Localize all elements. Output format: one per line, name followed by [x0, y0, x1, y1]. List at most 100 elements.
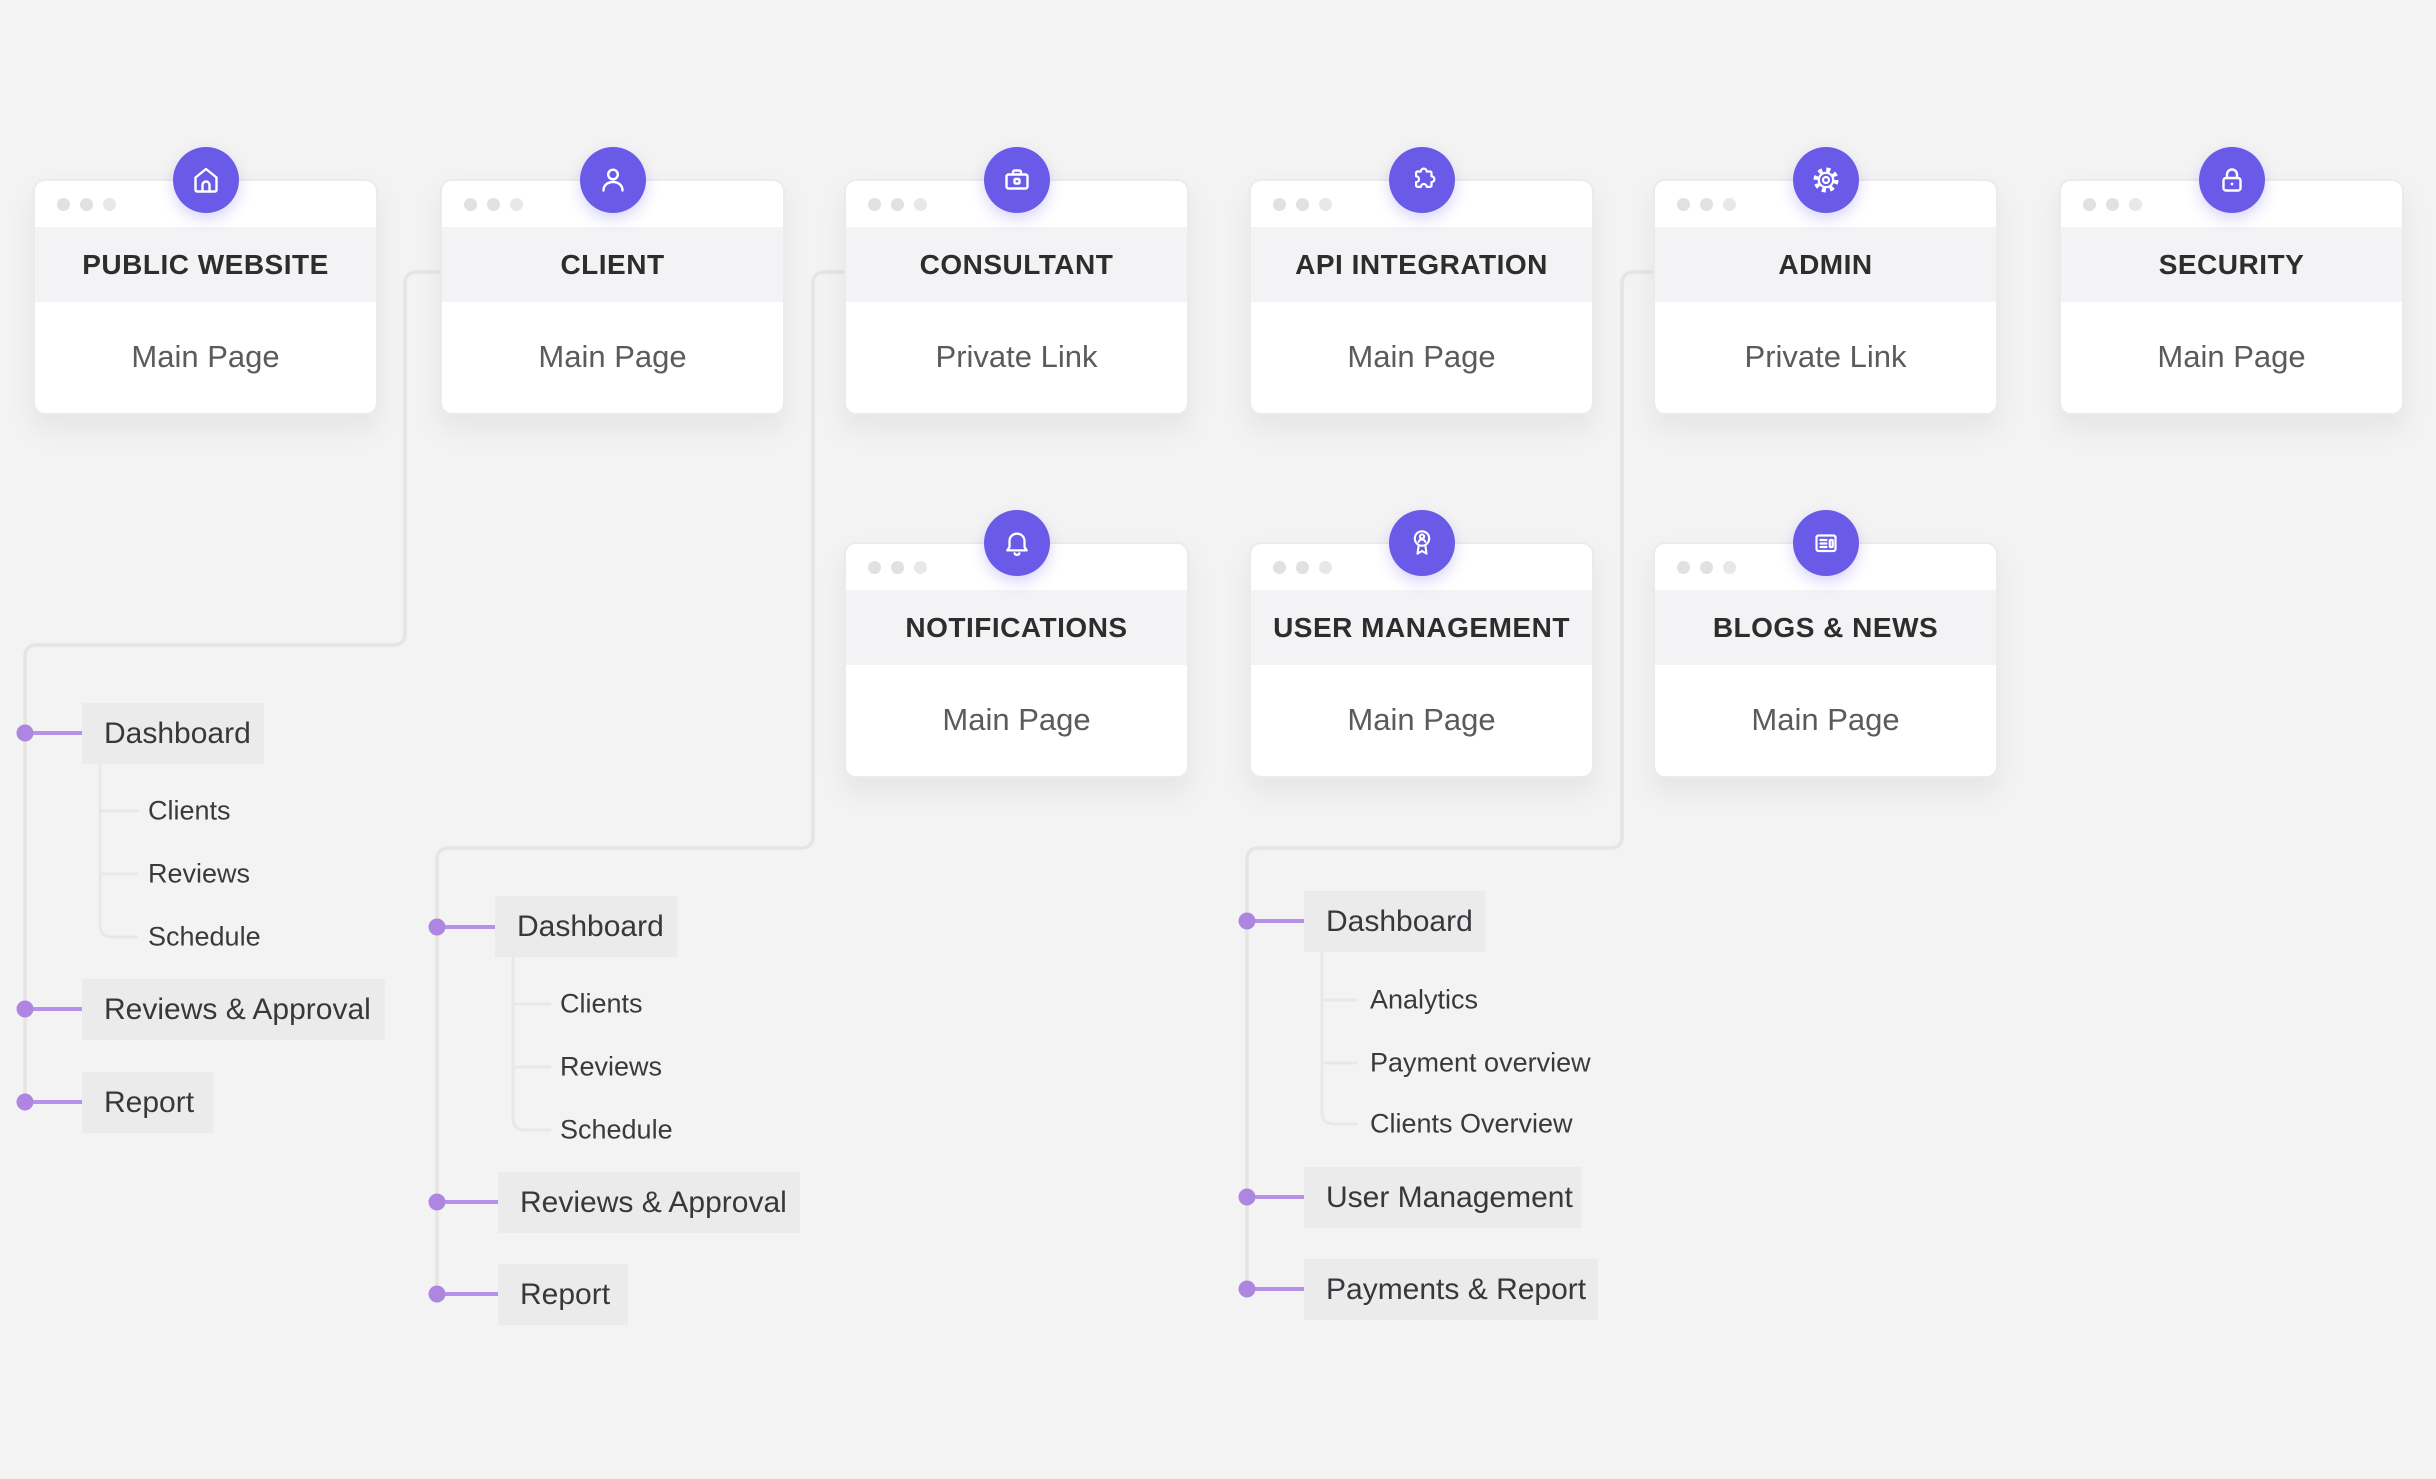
card-subtitle: Main Page — [1751, 701, 1900, 737]
window-dot — [891, 197, 904, 211]
card-title-band: CONSULTANT — [846, 227, 1187, 302]
window-controls — [1251, 181, 1592, 227]
card-title: NOTIFICATIONS — [905, 611, 1128, 643]
node-consultant-reviews-approval[interactable]: Reviews & Approval — [498, 1172, 800, 1233]
window-dot — [1319, 560, 1332, 574]
card-title: API INTEGRATION — [1295, 248, 1548, 280]
window-dot — [891, 560, 904, 574]
card-title-band: SECURITY — [2061, 227, 2402, 302]
gear-icon — [1792, 147, 1859, 213]
node-client-report[interactable]: Report — [82, 1072, 213, 1133]
card-title-band: BLOGS & NEWS — [1655, 590, 1996, 665]
window-dot — [868, 197, 881, 211]
window-controls — [442, 181, 783, 227]
node-client-dashboard[interactable]: Dashboard — [82, 703, 264, 764]
window-controls — [846, 181, 1187, 227]
card-notifications[interactable]: NOTIFICATIONS Main Page — [844, 510, 1189, 778]
card-client[interactable]: CLIENT Main Page — [440, 147, 785, 415]
window-dot — [1677, 197, 1690, 211]
card-title-band: USER MANAGEMENT — [1251, 590, 1592, 665]
card-title-band: PUBLIC WEBSITE — [35, 227, 376, 302]
node-consultant-clients[interactable]: Clients — [560, 988, 643, 1019]
node-consultant-reviews[interactable]: Reviews — [560, 1051, 663, 1082]
card-admin[interactable]: ADMIN Private Link — [1653, 147, 1998, 415]
window-dot — [2129, 197, 2142, 211]
node-client-reviews-approval[interactable]: Reviews & Approval — [82, 979, 385, 1040]
window-controls — [1251, 544, 1592, 590]
node-admin-clients-overview[interactable]: Clients Overview — [1370, 1108, 1573, 1139]
window-dot — [1296, 197, 1309, 211]
card-subtitle: Private Link — [935, 338, 1098, 374]
window-controls — [35, 181, 376, 227]
window-dot — [2106, 197, 2119, 211]
card-api-integration[interactable]: API INTEGRATION Main Page — [1249, 147, 1594, 415]
node-consultant-schedule[interactable]: Schedule — [560, 1114, 673, 1145]
node-admin-payment-overview[interactable]: Payment overview — [1370, 1047, 1591, 1078]
node-consultant-dashboard[interactable]: Dashboard — [495, 896, 677, 957]
window-dot — [1273, 197, 1286, 211]
card-subtitle: Main Page — [538, 338, 687, 374]
window-dot — [1296, 560, 1309, 574]
card-subtitle: Main Page — [131, 338, 280, 374]
window-dot — [1700, 560, 1713, 574]
puzzle-icon — [1388, 147, 1455, 213]
window-controls — [2061, 181, 2402, 227]
bell-icon — [983, 510, 1050, 576]
window-dot — [1677, 560, 1690, 574]
node-client-reviews[interactable]: Reviews — [148, 858, 251, 889]
card-public-website[interactable]: PUBLIC WEBSITE Main Page — [33, 147, 378, 415]
window-dot — [1723, 560, 1736, 574]
card-subtitle: Main Page — [2157, 338, 2306, 374]
card-title-band: NOTIFICATIONS — [846, 590, 1187, 665]
node-client-schedule[interactable]: Schedule — [148, 921, 261, 952]
lock-icon — [2198, 147, 2265, 213]
window-dot — [1700, 197, 1713, 211]
card-title: CLIENT — [560, 248, 665, 280]
window-dot — [868, 560, 881, 574]
window-dot — [914, 560, 927, 574]
user-icon — [579, 147, 646, 213]
node-admin-payments-report[interactable]: Payments & Report — [1304, 1259, 1598, 1320]
node-admin-analytics[interactable]: Analytics — [1370, 984, 1479, 1015]
award-icon — [1388, 510, 1455, 576]
card-consultant[interactable]: CONSULTANT Private Link — [844, 147, 1189, 415]
card-title-band: ADMIN — [1655, 227, 1996, 302]
window-dot — [487, 197, 500, 211]
card-subtitle: Main Page — [1347, 701, 1496, 737]
node-admin-dashboard[interactable]: Dashboard — [1304, 891, 1485, 952]
node-consultant-report[interactable]: Report — [498, 1264, 628, 1325]
card-subtitle: Main Page — [942, 701, 1091, 737]
node-admin-user-management[interactable]: User Management — [1304, 1167, 1581, 1228]
window-dot — [1723, 197, 1736, 211]
window-dot — [510, 197, 523, 211]
card-title: ADMIN — [1778, 248, 1873, 280]
window-dot — [1273, 560, 1286, 574]
window-controls — [846, 544, 1187, 590]
window-dot — [2083, 197, 2096, 211]
home-icon — [172, 147, 239, 213]
card-title: USER MANAGEMENT — [1273, 611, 1570, 643]
card-title: PUBLIC WEBSITE — [82, 248, 329, 280]
window-controls — [1655, 544, 1996, 590]
node-client-clients[interactable]: Clients — [148, 795, 231, 826]
window-dot — [103, 197, 116, 211]
card-security[interactable]: SECURITY Main Page — [2059, 147, 2404, 415]
card-title: BLOGS & NEWS — [1712, 611, 1939, 643]
card-title: CONSULTANT — [919, 248, 1114, 280]
card-user-management[interactable]: USER MANAGEMENT Main Page — [1249, 510, 1594, 778]
card-title-band: CLIENT — [442, 227, 783, 302]
card-title: SECURITY — [2158, 248, 2305, 280]
card-blogs-news[interactable]: BLOGS & NEWS Main Page — [1653, 510, 1998, 778]
window-dot — [80, 197, 93, 211]
card-title-band: API INTEGRATION — [1251, 227, 1592, 302]
card-subtitle: Private Link — [1744, 338, 1907, 374]
briefcase-icon — [983, 147, 1050, 213]
window-dot — [57, 197, 70, 211]
window-dot — [1319, 197, 1332, 211]
window-controls — [1655, 181, 1996, 227]
newspaper-icon — [1792, 510, 1859, 576]
card-subtitle: Main Page — [1347, 338, 1496, 374]
window-dot — [914, 197, 927, 211]
